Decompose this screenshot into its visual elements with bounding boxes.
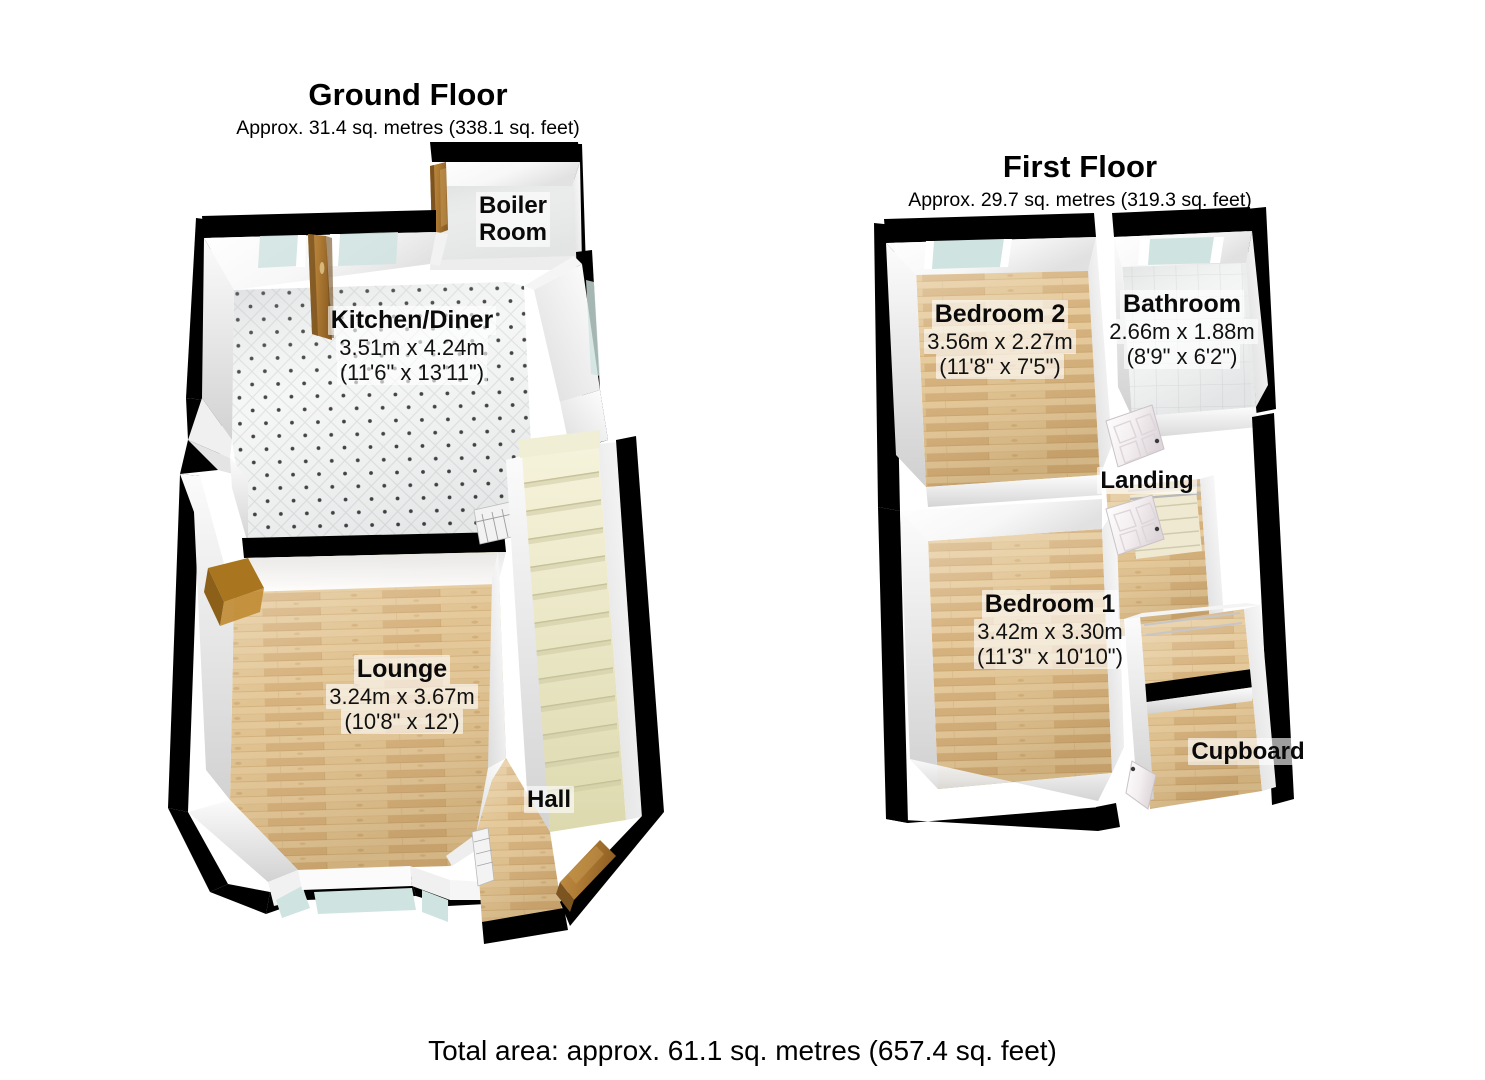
kitchen-window-left [258, 235, 298, 268]
lounge-sideboard [204, 558, 264, 626]
room-bathroom [1112, 207, 1276, 439]
bedroom2-window-glass [930, 239, 1004, 269]
first-floor-title: First Floor [1002, 149, 1158, 184]
cupboard-door [1125, 760, 1157, 810]
front-door [556, 840, 616, 912]
kitchen-entry-door [308, 234, 334, 340]
room-bedroom-2 [874, 213, 1112, 511]
room-bedroom-1 [878, 499, 1124, 831]
bay-window-glass-right [422, 890, 448, 922]
bathroom-window-glass [1146, 237, 1214, 265]
first-floor-area: Approx. 29.7 sq. metres (319.3 sq. feet) [908, 188, 1252, 211]
kitchen-side-glass [586, 280, 600, 376]
bay-window-glass-left [276, 886, 310, 918]
first-floor-plan [800, 195, 1400, 905]
staircase [506, 430, 664, 838]
ground-floor-plan [130, 140, 700, 970]
room-boiler-room [430, 142, 586, 270]
cupboard-shelf [1143, 612, 1243, 636]
first-floor-heading: First Floor Approx. 29.7 sq. metres (319… [820, 149, 1340, 212]
room-hall [471, 758, 664, 944]
ground-floor-title: Ground Floor [308, 77, 508, 112]
hall-radiator [471, 827, 495, 887]
bedroom1-door [1105, 494, 1165, 556]
room-kitchen-diner [180, 210, 608, 558]
ground-floor-area: Approx. 31.4 sq. metres (338.1 sq. feet) [236, 116, 580, 139]
total-area-text: Total area: approx. 61.1 sq. metres (657… [428, 1035, 1057, 1066]
bay-window-glass-center [314, 888, 416, 914]
kitchen-window-right [338, 232, 398, 266]
bathroom-door [1105, 404, 1165, 468]
ground-floor-heading: Ground Floor Approx. 31.4 sq. metres (33… [148, 77, 668, 140]
